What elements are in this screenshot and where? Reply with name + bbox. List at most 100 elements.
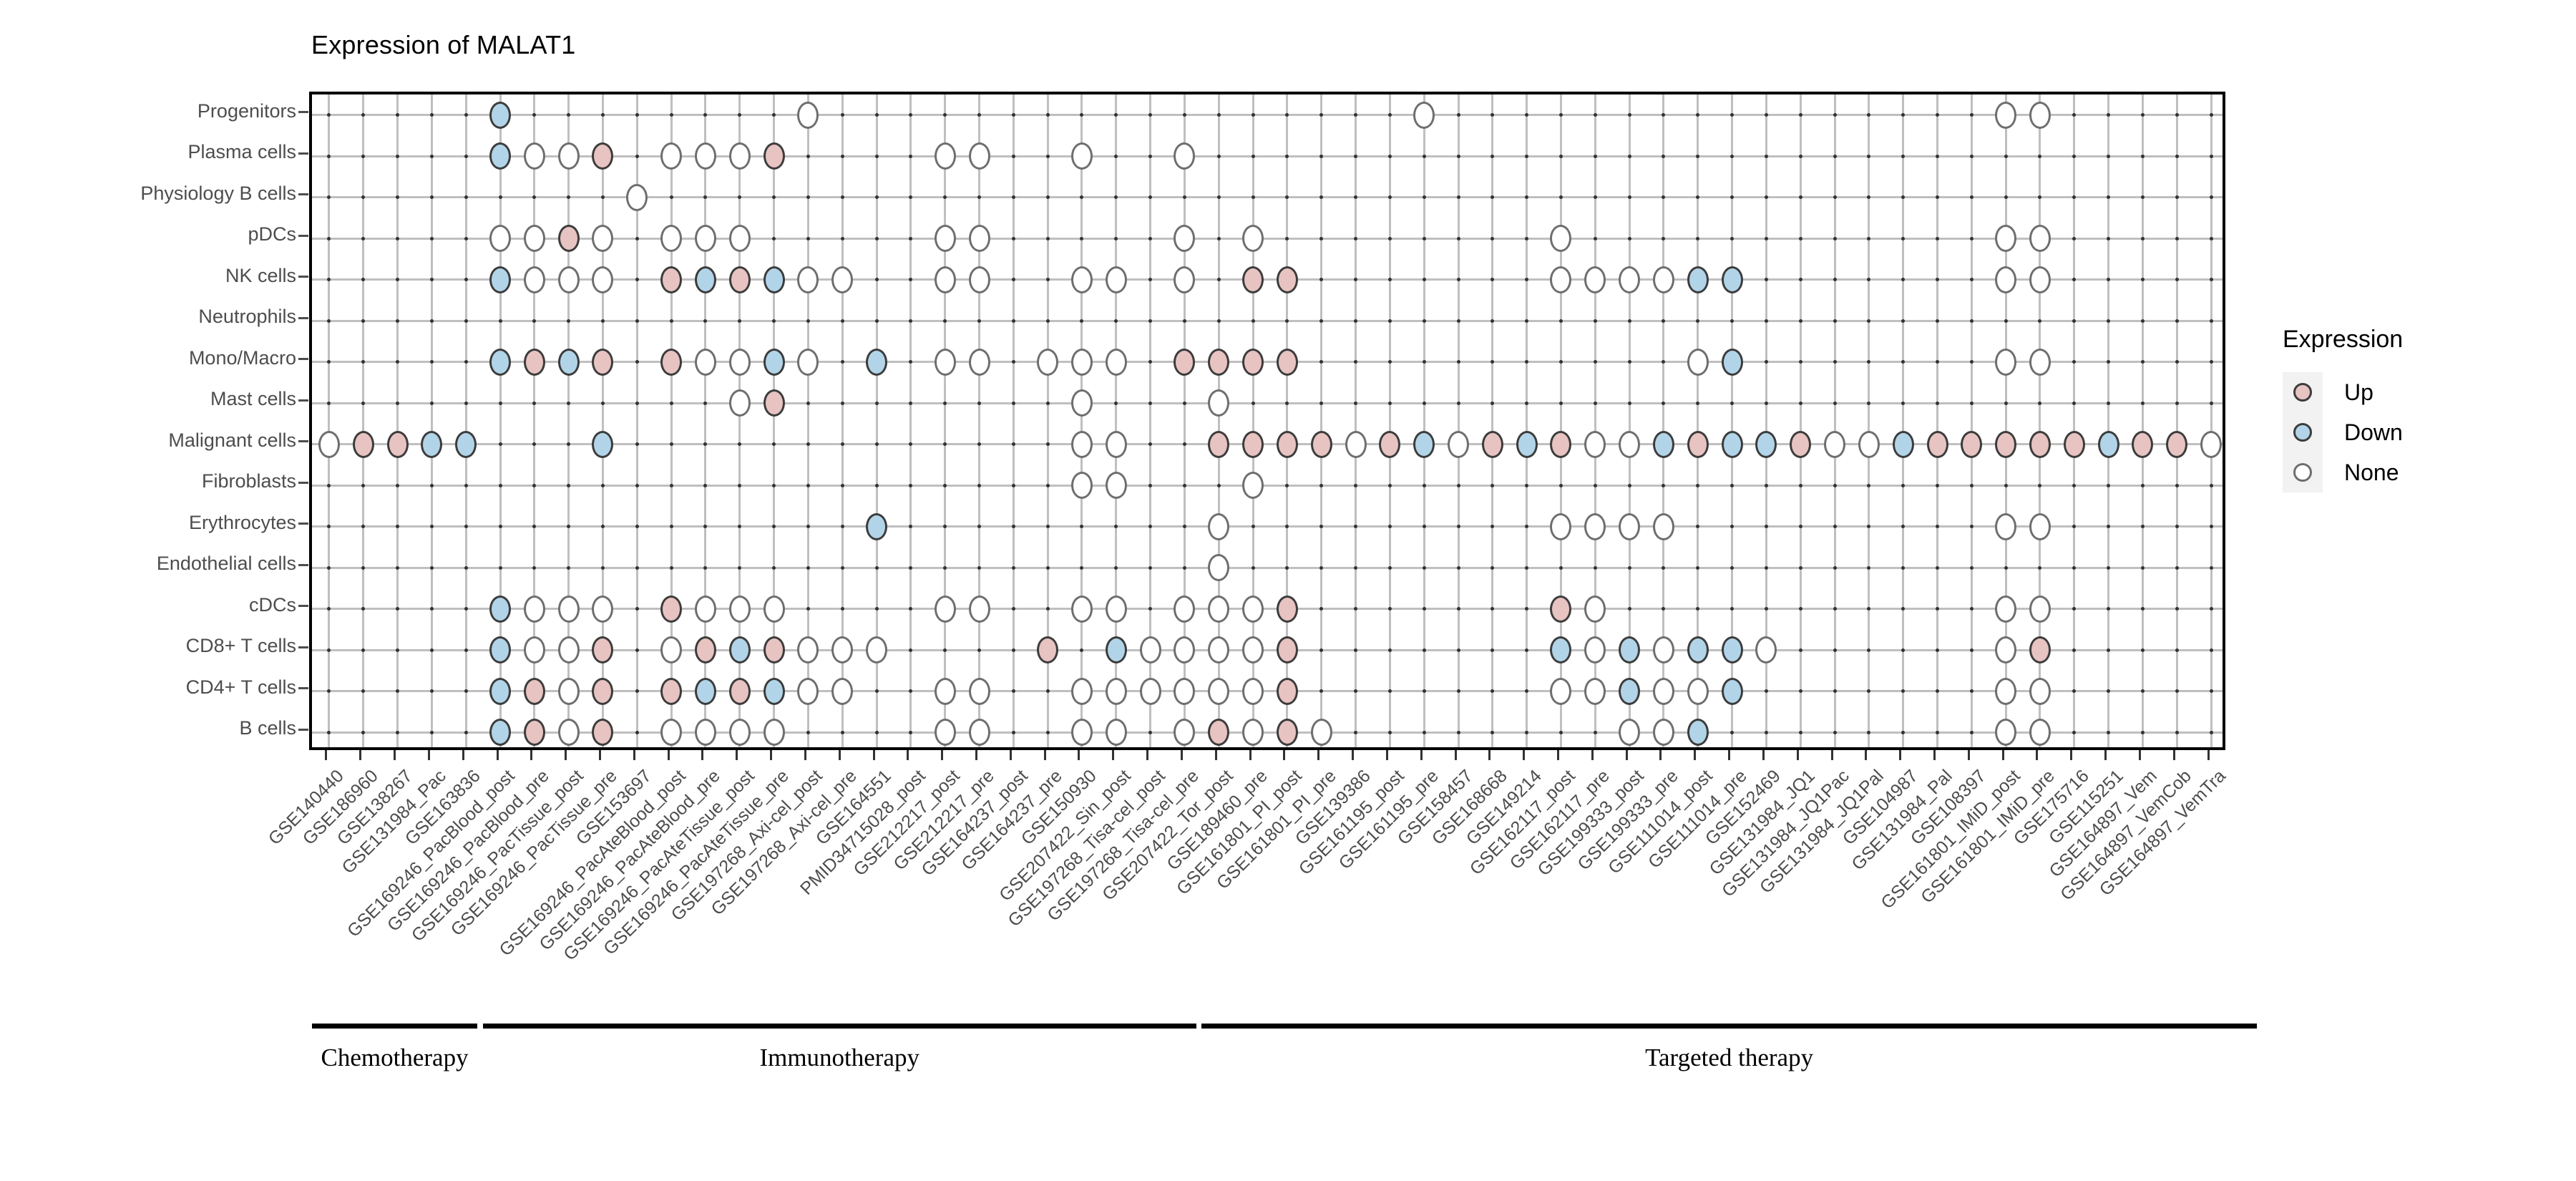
expression-dot[interactable]	[523, 225, 545, 253]
expression-dot[interactable]	[660, 266, 683, 293]
expression-dot[interactable]	[1070, 595, 1093, 623]
expression-dot[interactable]	[728, 225, 751, 253]
expression-dot[interactable]	[1139, 677, 1161, 705]
expression-dot[interactable]	[2166, 430, 2188, 458]
expression-dot[interactable]	[763, 636, 785, 664]
expression-dot[interactable]	[763, 389, 785, 417]
expression-dot[interactable]	[660, 636, 683, 664]
expression-dot[interactable]	[1345, 430, 1367, 458]
expression-dot[interactable]	[592, 719, 614, 747]
expression-dot[interactable]	[1687, 677, 1709, 705]
expression-dot[interactable]	[557, 142, 580, 170]
expression-dot[interactable]	[1276, 636, 1298, 664]
expression-dot[interactable]	[489, 636, 512, 664]
expression-dot[interactable]	[1926, 430, 1948, 458]
expression-dot[interactable]	[386, 430, 409, 458]
expression-dot[interactable]	[1174, 636, 1196, 664]
expression-dot[interactable]	[1995, 266, 2017, 293]
expression-dot[interactable]	[694, 142, 716, 170]
expression-dot[interactable]	[1276, 266, 1298, 293]
expression-dot[interactable]	[2029, 348, 2051, 376]
expression-dot[interactable]	[557, 266, 580, 293]
expression-dot[interactable]	[1619, 430, 1641, 458]
expression-dot[interactable]	[1995, 595, 2017, 623]
expression-dot[interactable]	[1550, 225, 1572, 253]
expression-dot[interactable]	[728, 266, 751, 293]
expression-dot[interactable]	[1174, 142, 1196, 170]
expression-dot[interactable]	[728, 142, 751, 170]
expression-dot[interactable]	[1687, 636, 1709, 664]
expression-dot[interactable]	[318, 430, 340, 458]
expression-dot[interactable]	[1174, 348, 1196, 376]
expression-dot[interactable]	[797, 101, 819, 129]
expression-dot[interactable]	[797, 636, 819, 664]
expression-dot[interactable]	[1584, 595, 1606, 623]
expression-dot[interactable]	[1208, 554, 1230, 582]
expression-dot[interactable]	[1208, 636, 1230, 664]
expression-dot[interactable]	[1070, 389, 1093, 417]
expression-dot[interactable]	[694, 266, 716, 293]
expression-dot[interactable]	[523, 266, 545, 293]
expression-dot[interactable]	[831, 636, 854, 664]
expression-dot[interactable]	[1687, 430, 1709, 458]
expression-dot[interactable]	[1070, 719, 1093, 747]
expression-dot[interactable]	[1208, 512, 1230, 540]
expression-dot[interactable]	[1961, 430, 1983, 458]
expression-dot[interactable]	[2029, 225, 2051, 253]
expression-dot[interactable]	[1105, 595, 1127, 623]
expression-dot[interactable]	[1550, 266, 1572, 293]
expression-dot[interactable]	[1208, 595, 1230, 623]
expression-dot[interactable]	[1516, 430, 1538, 458]
expression-dot[interactable]	[1139, 636, 1161, 664]
expression-dot[interactable]	[1105, 430, 1127, 458]
expression-dot[interactable]	[1995, 101, 2017, 129]
expression-dot[interactable]	[763, 266, 785, 293]
expression-dot[interactable]	[1105, 348, 1127, 376]
expression-dot[interactable]	[1755, 430, 1777, 458]
expression-dot[interactable]	[1105, 677, 1127, 705]
expression-dot[interactable]	[1584, 636, 1606, 664]
expression-dot[interactable]	[763, 719, 785, 747]
expression-dot[interactable]	[1242, 430, 1264, 458]
expression-dot[interactable]	[660, 719, 683, 747]
expression-dot[interactable]	[934, 677, 956, 705]
expression-dot[interactable]	[1242, 677, 1264, 705]
expression-dot[interactable]	[1550, 512, 1572, 540]
expression-dot[interactable]	[934, 225, 956, 253]
expression-dot[interactable]	[592, 225, 614, 253]
legend-item[interactable]: Up	[2283, 372, 2403, 412]
expression-dot[interactable]	[1070, 472, 1093, 500]
expression-dot[interactable]	[557, 348, 580, 376]
expression-dot[interactable]	[1413, 101, 1435, 129]
expression-dot[interactable]	[1310, 430, 1332, 458]
expression-dot[interactable]	[557, 677, 580, 705]
expression-dot[interactable]	[866, 636, 888, 664]
expression-dot[interactable]	[2029, 595, 2051, 623]
expression-dot[interactable]	[1858, 430, 1880, 458]
expression-dot[interactable]	[489, 677, 512, 705]
expression-dot[interactable]	[831, 266, 854, 293]
expression-dot[interactable]	[489, 719, 512, 747]
legend-item[interactable]: None	[2283, 452, 2403, 492]
expression-dot[interactable]	[421, 430, 443, 458]
expression-dot[interactable]	[968, 142, 990, 170]
expression-dot[interactable]	[866, 512, 888, 540]
expression-dot[interactable]	[694, 719, 716, 747]
expression-dot[interactable]	[2029, 512, 2051, 540]
expression-dot[interactable]	[1619, 512, 1641, 540]
expression-dot[interactable]	[1242, 595, 1264, 623]
expression-dot[interactable]	[1242, 636, 1264, 664]
expression-dot[interactable]	[1276, 348, 1298, 376]
expression-dot[interactable]	[1892, 430, 1914, 458]
expression-dot[interactable]	[934, 719, 956, 747]
expression-dot[interactable]	[1105, 472, 1127, 500]
expression-dot[interactable]	[1995, 225, 2017, 253]
expression-dot[interactable]	[728, 389, 751, 417]
expression-dot[interactable]	[489, 101, 512, 129]
expression-dot[interactable]	[592, 266, 614, 293]
expression-dot[interactable]	[1995, 348, 2017, 376]
expression-dot[interactable]	[1276, 677, 1298, 705]
expression-dot[interactable]	[523, 348, 545, 376]
expression-dot[interactable]	[1174, 266, 1196, 293]
expression-dot[interactable]	[626, 183, 648, 211]
